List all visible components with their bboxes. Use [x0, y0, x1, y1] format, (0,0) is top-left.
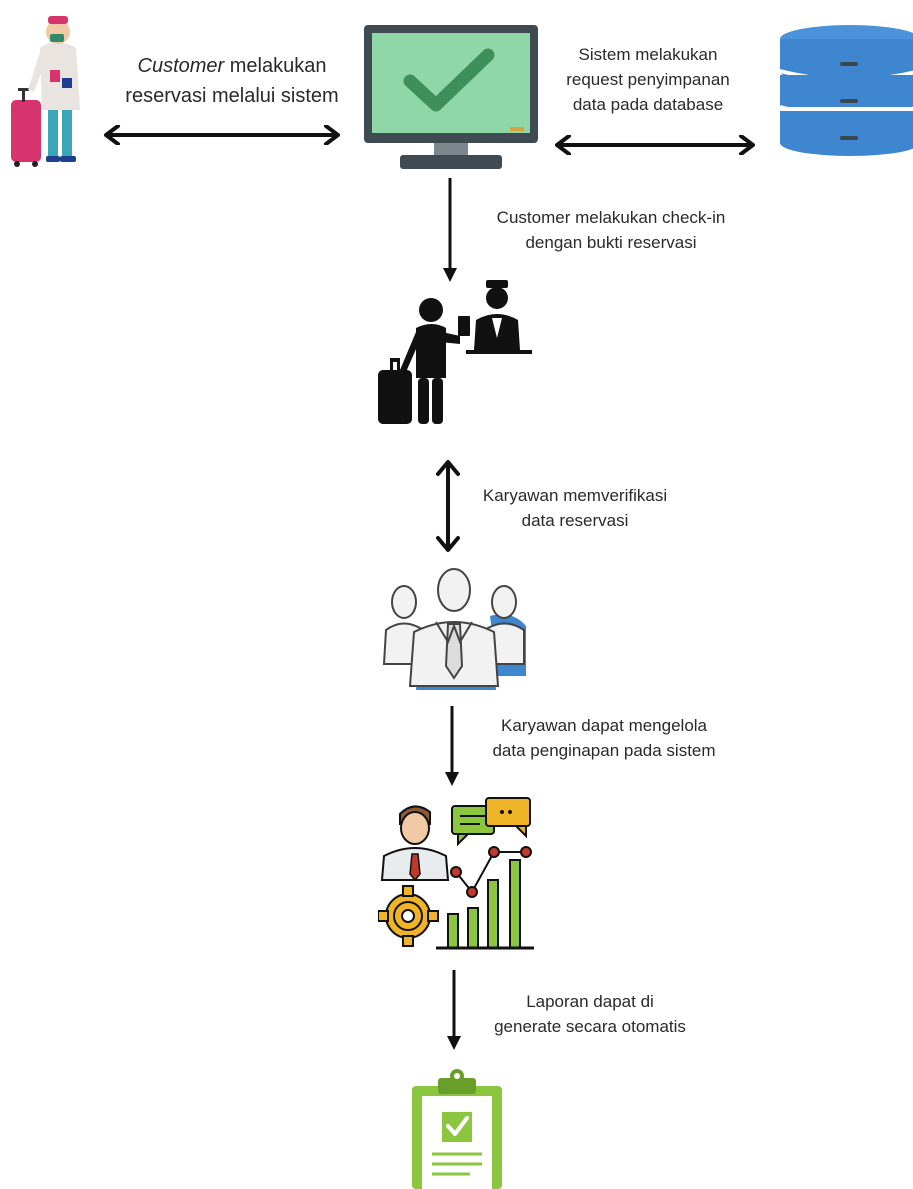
report-label: Laporan dapat di generate secara otomati… [482, 989, 698, 1039]
report-line2: generate secara otomatis [494, 1017, 686, 1036]
manage-line2: data penginapan pada sistem [492, 741, 716, 760]
report-line1: Laporan dapat di [526, 992, 654, 1011]
employee-group-icon [380, 566, 530, 690]
reservation-label-line2: reservasi melalui sistem [125, 85, 339, 107]
checkin-label: Customer melakukan check-in dengan bukti… [470, 205, 752, 255]
checkin-line1: Customer melakukan check-in [496, 208, 726, 227]
manage-line1: Karyawan dapat mengelola [500, 716, 708, 735]
database-request-label: Sistem melakukan request penyimpanan dat… [548, 42, 748, 117]
verify-label: Karyawan memverifikasi data reservasi [460, 483, 690, 533]
verify-line1: Karyawan memverifikasi [482, 486, 668, 505]
customer-icon [6, 8, 88, 168]
verify-line2: data reservasi [521, 511, 629, 530]
reservation-label-em: Customer [137, 55, 225, 77]
checkin-employees-arrow [436, 458, 460, 554]
database-request-line1: Sistem melakukan [578, 45, 718, 64]
manager-analytics-icon [378, 796, 536, 950]
system-monitor-icon [364, 25, 538, 170]
database-request-line2: request penyimpanan [566, 70, 730, 89]
reservation-label: Customer melakukan reservasi melalui sis… [108, 51, 356, 111]
management-report-arrow [444, 970, 464, 1052]
clipboard-report-icon [410, 1068, 504, 1189]
checkin-icon [376, 278, 532, 426]
checkin-line2: dengan bukti reservasi [525, 233, 697, 252]
database-request-line3: data pada database [572, 95, 724, 114]
manage-label: Karyawan dapat mengelola data penginapan… [468, 713, 740, 763]
system-checkin-arrow [440, 178, 460, 284]
database-icon [778, 25, 913, 157]
employees-management-arrow [442, 706, 462, 788]
reservation-label-rest: melakukan [224, 55, 327, 77]
customer-system-arrow [100, 125, 344, 145]
system-database-arrow [551, 135, 759, 155]
